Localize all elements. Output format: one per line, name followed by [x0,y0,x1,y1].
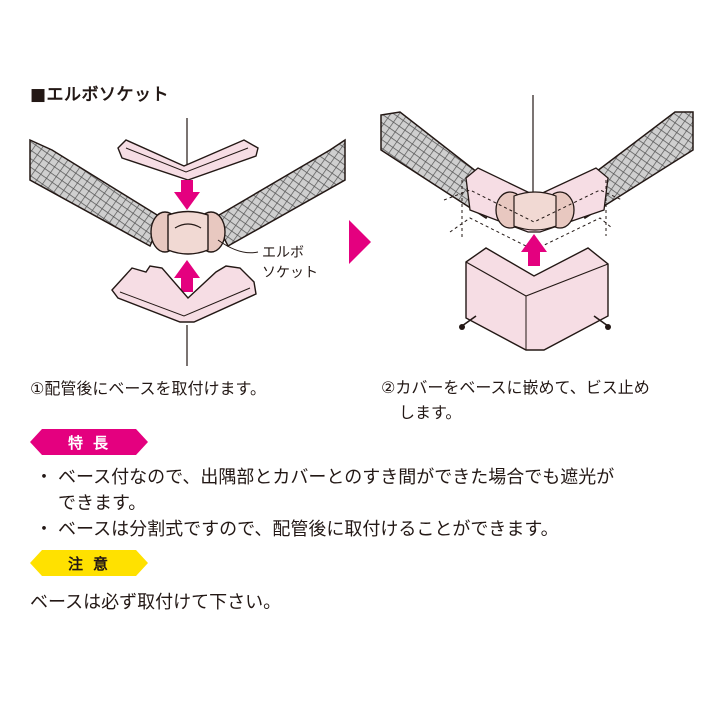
feature-text: ベースは分割式ですので、配管後に取付けることができます。 [58,519,559,540]
caution-text: ベースは必ず取付けて下さい。 [30,592,282,613]
step-2-line-2: します。 [399,403,462,422]
callout-line-2: ソケット [262,265,318,281]
screw-icon-right [593,315,611,330]
features-badge: 特長 [30,429,148,455]
bullet-dot: ・ [35,467,53,488]
alignment-guides [443,180,623,251]
feature-text: ベース付なので、出隅部とカバーとのすき間ができた場合でも遮光が [58,467,615,488]
up-arrow-right [521,234,547,266]
feature-item: ・ ベース付なので、出隅部とカバーとのすき間ができた場合でも遮光が [30,465,710,491]
features-list: ・ ベース付なので、出隅部とカバーとのすき間ができた場合でも遮光が できます。 … [30,465,710,543]
screw-icon-left [459,315,477,330]
step-1-caption: ①配管後にベースを取付けます。 [30,379,266,398]
left-cover-top [117,139,259,181]
next-step-arrow [349,220,371,264]
left-base [111,265,257,323]
elbow-socket [150,210,226,255]
elbow-socket-callout: エルボ ソケット [262,243,318,283]
down-arrow [174,180,200,210]
right-installed-assembly [465,167,609,233]
bullet-dot: ・ [35,519,53,540]
feature-item-continuation: できます。 [30,491,710,517]
callout-line-1: エルボ [262,245,304,261]
right-cover [465,247,609,351]
step-2-caption: ②カバーをベースに嵌めて、ビス止め します。 [381,375,650,425]
feature-item: ・ ベースは分割式ですので、配管後に取付けることができます。 [30,517,710,543]
section-heading: ■エルボソケット [30,85,170,105]
caution-badge: 注意 [30,550,148,576]
feature-text: できます。 [58,493,147,514]
step-2-line-1: ②カバーをベースに嵌めて、ビス止め [381,378,650,397]
up-arrow [174,260,200,292]
